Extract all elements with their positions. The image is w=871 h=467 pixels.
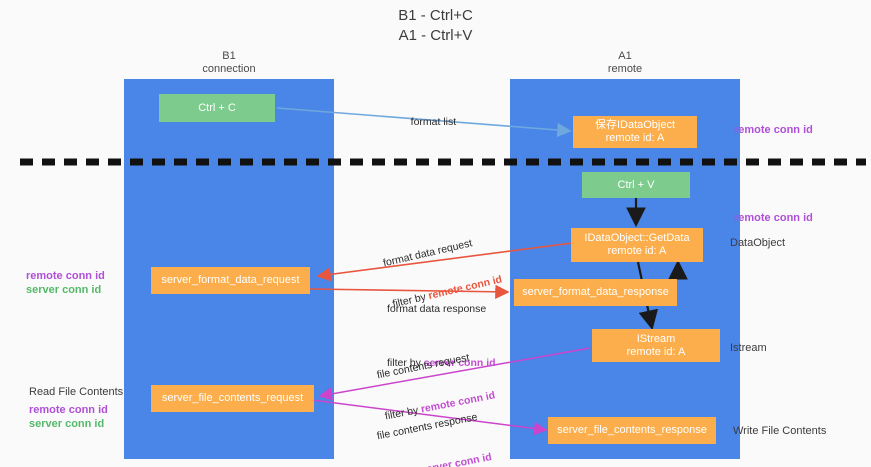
box-server-format-data-response[interactable]: server_format_data_response: [514, 279, 677, 306]
box-server-file-contents-response-label: server_file_contents_response: [557, 424, 707, 436]
edge-label-file-contents-request-line1: file contents request: [375, 351, 471, 382]
box-istream-line1: IStream: [636, 332, 676, 345]
filter-by-text: filter by: [387, 357, 424, 369]
box-getdata[interactable]: IDataObject::GetData remote id: A: [571, 228, 703, 262]
edge-label-format-data-request-line1: format data request: [381, 237, 474, 270]
edge-label-format-data-response-line1: format data response: [387, 303, 487, 315]
box-server-format-data-request-label: server_format_data_request: [161, 274, 300, 286]
edge-label-format-data-response: format data response filter by server co…: [387, 274, 496, 398]
annotation-right-dataobject: DataObject: [730, 237, 786, 249]
page-title: B1 - Ctrl+C A1 - Ctrl+V: [398, 7, 473, 44]
edge-label-file-contents-response-line1: file contents response: [375, 411, 479, 443]
edge-label-format-list: format list: [399, 101, 457, 143]
box-idataobject-top-line2: remote id: A: [605, 132, 665, 144]
annotation-left-remote-conn-id-2: remote conn id: [29, 404, 108, 416]
annotation-right-remote-conn-mid: remote conn id: [734, 212, 813, 224]
box-ctrl-c[interactable]: Ctrl + C: [159, 94, 275, 122]
box-ctrl-c-label: Ctrl + C: [198, 101, 236, 114]
box-server-file-contents-response[interactable]: server_file_contents_response: [548, 417, 716, 444]
box-getdata-line2: remote id: A: [607, 245, 667, 257]
box-istream[interactable]: IStream remote id: A: [592, 329, 720, 362]
highlight-server-conn-id: server conn id: [419, 451, 493, 467]
box-server-format-data-response-label: server_format_data_response: [522, 286, 669, 298]
edge-label-format-data-response-line2: filter by server conn id: [387, 356, 496, 370]
box-getdata-line1: IDataObject::GetData: [584, 232, 690, 244]
box-istream-line2: remote id: A: [626, 345, 686, 358]
annotation-right-istream: Istream: [730, 342, 767, 354]
annotation-left-server-conn-id: server conn id: [26, 284, 102, 296]
annotation-right-write-file-contents: Write File Contents: [733, 425, 827, 437]
box-ctrl-v[interactable]: Ctrl + V: [582, 172, 690, 198]
lane-header-b1: B1 connection: [202, 50, 256, 75]
box-idataobject-top[interactable]: 保存IDataObject remote id: A: [573, 116, 697, 148]
annotation-right-remote-conn-top: remote conn id: [734, 124, 813, 136]
lane-header-a1: A1 remote: [607, 50, 643, 75]
edge-label-format-list-text: format list: [410, 116, 457, 128]
annotation-left-read-file-contents: Read File Contents: [29, 386, 124, 398]
edge-label-file-contents-response-line2: filter by server conn id: [384, 450, 493, 467]
annotation-left-remote-conn-id: remote conn id: [26, 270, 105, 282]
box-server-file-contents-request[interactable]: server_file_contents_request: [151, 385, 314, 412]
annotation-left-server-conn-id-2: server conn id: [29, 418, 105, 430]
box-server-file-contents-request-label: server_file_contents_request: [161, 392, 304, 404]
box-idataobject-top-line1: 保存IDataObject: [594, 119, 676, 131]
box-ctrl-v-label: Ctrl + V: [617, 178, 655, 191]
box-server-format-data-request[interactable]: server_format_data_request: [151, 267, 310, 294]
highlight-server-conn-id: server conn id: [423, 357, 496, 369]
